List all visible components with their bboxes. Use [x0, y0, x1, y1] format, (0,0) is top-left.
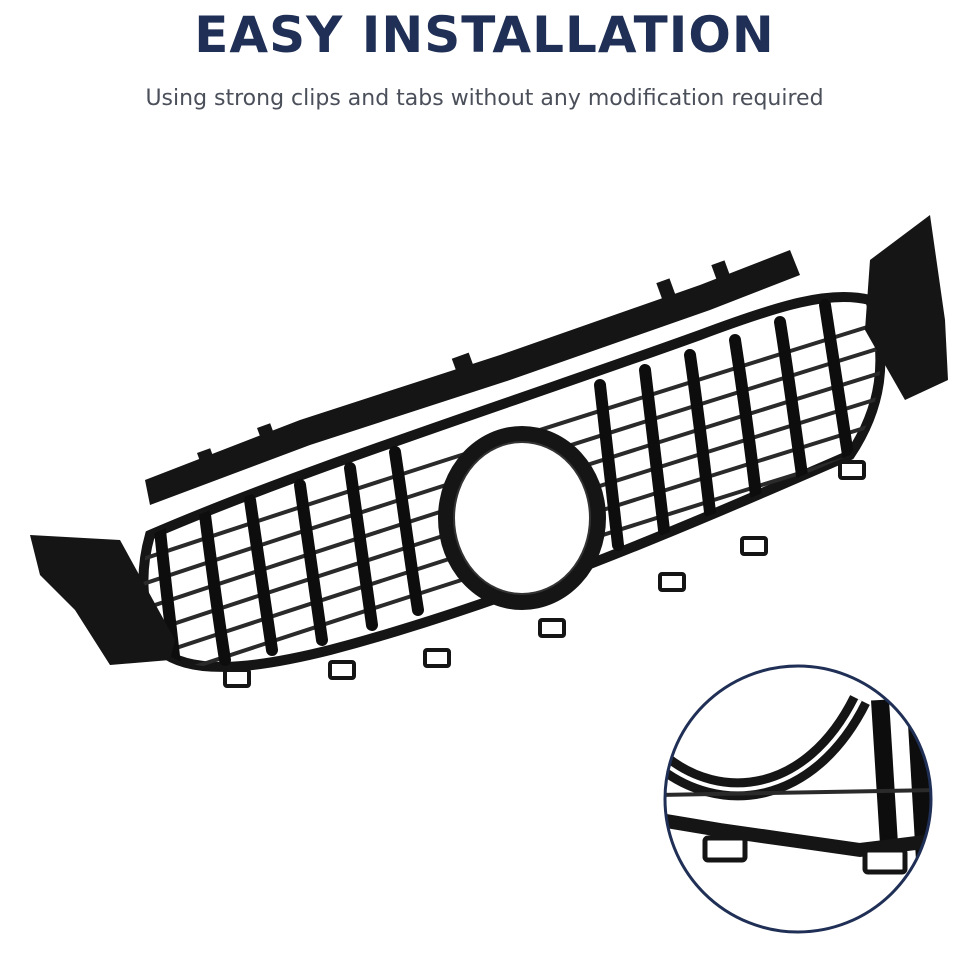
left-side-bracket — [30, 535, 175, 665]
page-subtitle: Using strong clips and tabs without any … — [145, 86, 824, 111]
vertical-louvres — [154, 299, 854, 667]
emblem-ring — [438, 426, 606, 610]
right-side-bracket — [865, 215, 948, 400]
top-clips — [197, 260, 733, 472]
bottom-clips — [223, 460, 866, 688]
page-title: EASY INSTALLATION — [194, 6, 775, 64]
top-mount-strip — [145, 250, 800, 505]
